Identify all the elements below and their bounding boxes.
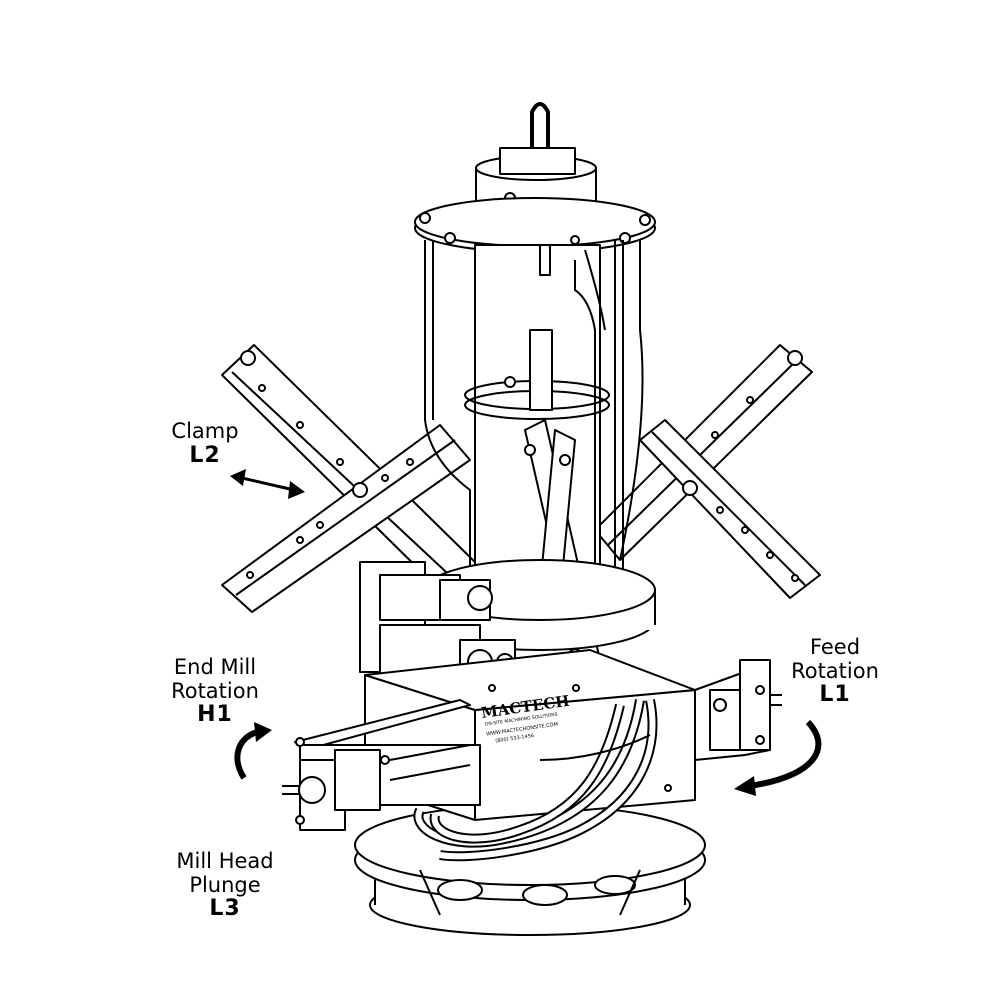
end-mill-rotation-label: End Mill Rotation H1 xyxy=(150,655,280,728)
clamp-arm-lower-right xyxy=(639,419,821,599)
clamp-arm-upper-right xyxy=(594,344,813,561)
feed-rotation-line2: Rotation xyxy=(791,658,879,683)
nameplate-phone: (800) 533-1456 xyxy=(495,733,535,744)
end-mill-rotation-arrow-icon xyxy=(234,722,272,780)
end-mill-rotation-line2: Rotation xyxy=(171,678,259,703)
main-cylinder xyxy=(464,244,610,576)
tie-rods xyxy=(424,240,644,590)
top-plate xyxy=(414,197,656,253)
end-mill-rotation-code: H1 xyxy=(197,702,233,728)
end-mill-rotation-line1: End Mill xyxy=(173,655,257,679)
mill-head-plunge-label: Mill Head Plunge L3 xyxy=(160,849,290,922)
hydraulic-hoses xyxy=(413,699,658,862)
clamp-label-name: Clamp xyxy=(171,419,239,443)
feed-rotation-arrow-icon xyxy=(734,719,822,796)
feed-gearbox xyxy=(694,659,782,761)
clamp-label-code: L2 xyxy=(189,442,221,468)
mill-head-slide xyxy=(282,699,481,831)
clamp-double-arrow-icon xyxy=(230,469,305,499)
lifting-eye xyxy=(530,102,550,148)
mill-head-plunge-code: L3 xyxy=(209,896,241,922)
clamp-arm-upper-left xyxy=(221,344,479,591)
clamp-arm-lower-left xyxy=(221,424,471,613)
feed-rotation-code: L1 xyxy=(819,682,851,708)
clamp-label: Clamp L2 xyxy=(150,419,260,468)
feed-rotation-line1: Feed xyxy=(809,635,861,659)
mill-head-plunge-line1: Mill Head xyxy=(176,849,274,873)
base-flange xyxy=(354,804,706,936)
mill-head-plunge-line2: Plunge xyxy=(189,872,261,897)
feed-rotation-label: Feed Rotation L1 xyxy=(770,635,900,708)
